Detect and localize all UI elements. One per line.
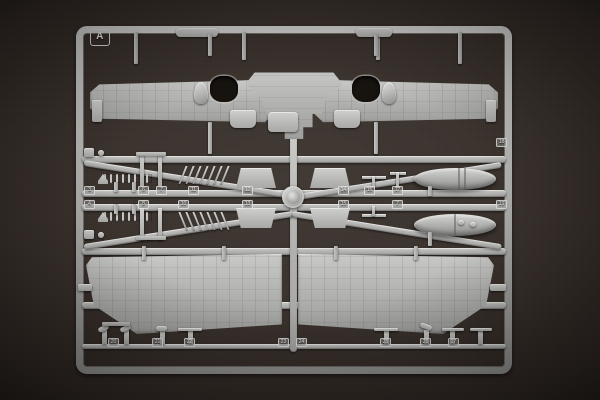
photo-vignette	[0, 0, 600, 400]
screenshot-root: A	[0, 0, 600, 400]
